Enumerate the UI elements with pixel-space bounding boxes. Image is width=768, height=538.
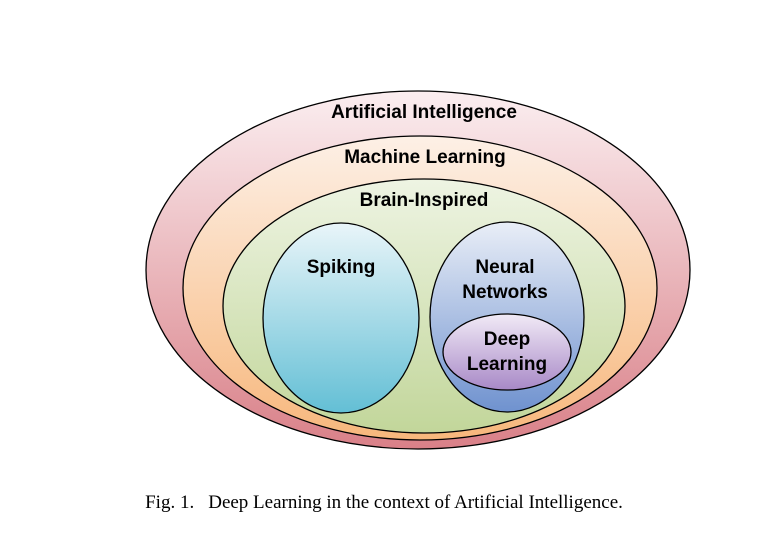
figure-caption-text: Deep Learning in the context of Artifici… (208, 492, 623, 513)
neural-networks-label-line2: Networks (462, 282, 548, 303)
neural-networks-label-line1: Neural (475, 257, 534, 278)
deep-learning-label-line2: Learning (467, 354, 547, 375)
deep-learning-label-line1: Deep (484, 329, 530, 350)
brain-inspired-label: Brain-Inspired (360, 190, 489, 211)
spiking-label: Spiking (307, 257, 376, 278)
spiking-ellipse (262, 222, 420, 414)
figure-number: Fig. 1. (145, 492, 195, 513)
deep-learning-ellipse (442, 313, 572, 391)
figure-caption: Fig. 1. Deep Learning in the context of A… (0, 492, 768, 514)
artificial-intelligence-label: Artificial Intelligence (331, 102, 517, 123)
machine-learning-label: Machine Learning (344, 147, 506, 168)
